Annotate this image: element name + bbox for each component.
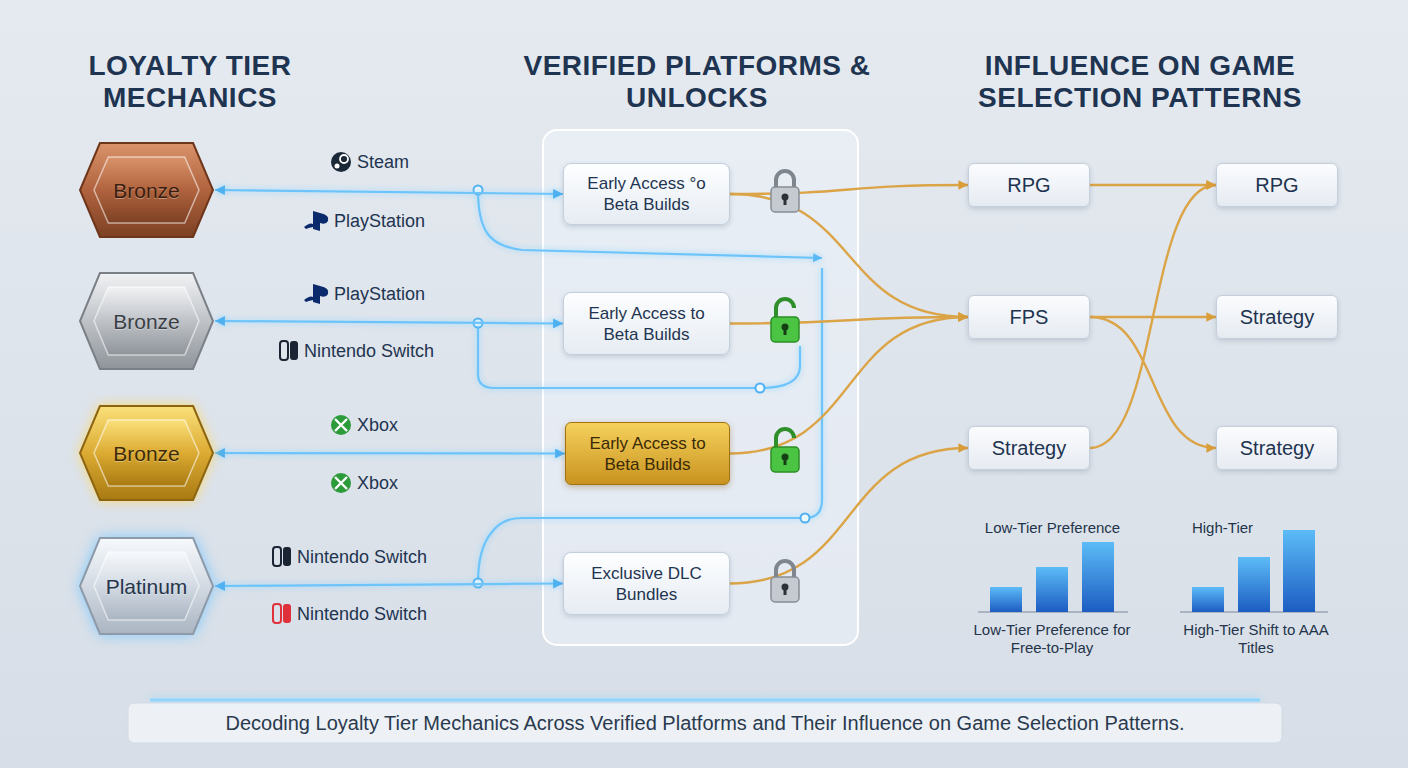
genre-box: Strategy	[1216, 426, 1338, 470]
platform-name: Nintendo Switch	[304, 340, 434, 362]
tier-name: Platinum	[106, 574, 188, 599]
tier-name: Bronze	[113, 309, 180, 334]
bar	[1283, 530, 1315, 612]
platform-name: Nintendo Switch	[297, 603, 427, 625]
platform-name: Nintendo Switch	[297, 546, 427, 568]
junction-dot	[801, 514, 810, 523]
junction-dot	[756, 384, 765, 393]
unlock-box: Early Access °o Beta Builds	[563, 163, 730, 225]
platform-name: PlayStation	[334, 283, 425, 305]
platform-name: PlayStation	[334, 210, 425, 232]
column-heading: LOYALTY TIER MECHANICS	[40, 50, 340, 114]
tier-connector	[215, 321, 563, 324]
caption: Decoding Loyalty Tier Mechanics Across V…	[128, 703, 1282, 743]
unlock-box: Early Access to Beta Builds	[565, 422, 730, 485]
genre-box: FPS	[968, 295, 1090, 339]
chart-caption: Low-Tier Preference for Free-to-Play	[972, 621, 1132, 657]
unlock-box: Exclusive DLC Bundles	[563, 552, 730, 615]
badge-bevel	[94, 287, 199, 355]
lock-closed	[771, 171, 799, 212]
xbox-icon	[331, 473, 351, 493]
badge-frame	[80, 406, 213, 500]
lock-closed	[771, 561, 799, 602]
influence-connector	[1090, 184, 1216, 186]
badge-frame	[80, 538, 213, 634]
unlock-name: Early Access to Beta Builds	[580, 433, 715, 475]
genre-name: Strategy	[1240, 436, 1314, 460]
switch-icon	[280, 341, 298, 360]
chart-title: High-Tier	[1180, 519, 1265, 537]
badge-frame	[80, 143, 213, 237]
genre-box: Strategy	[1216, 295, 1338, 339]
tier-connector	[215, 584, 563, 587]
lock-open	[771, 299, 799, 342]
xbox-icon	[331, 415, 351, 435]
bar	[1238, 557, 1270, 612]
chart-caption: High-Tier Shift to AAA Titles	[1180, 621, 1332, 657]
wire	[478, 268, 822, 583]
unlock-name: Exclusive DLC Bundles	[578, 563, 715, 605]
chart-title: Low-Tier Preference	[970, 519, 1135, 537]
bar	[990, 587, 1022, 612]
tier-connector	[215, 190, 563, 194]
influence-connector	[1090, 317, 1216, 448]
switch-icon	[273, 604, 291, 623]
platform-name: Steam	[357, 151, 409, 173]
influence-connector	[730, 448, 968, 584]
genre-name: Strategy	[992, 436, 1066, 460]
genre-box: RPG	[968, 163, 1090, 207]
unlock-name: Early Access to Beta Builds	[578, 303, 715, 345]
influence-connector	[730, 317, 968, 454]
unlock-box: Early Access to Beta Builds	[563, 292, 730, 355]
badge-bevel	[94, 157, 199, 223]
high-tier-bar-chart	[1180, 530, 1328, 612]
caption-band	[128, 703, 1282, 743]
influence-connector	[730, 194, 968, 317]
tier-badge: Bronze	[78, 140, 215, 240]
badge-frame	[80, 273, 213, 369]
unlock-name: Early Access °o Beta Builds	[578, 173, 715, 215]
glow-line	[150, 699, 1260, 702]
genre-name: RPG	[1007, 173, 1050, 197]
tier-badge: Bronze	[78, 403, 215, 503]
influence-connector	[730, 185, 968, 194]
switch-icon	[273, 547, 291, 566]
lock-open	[771, 429, 799, 472]
tier-connector	[215, 452, 565, 455]
platform-name: Xbox	[357, 414, 398, 436]
bar	[1082, 542, 1114, 612]
bar	[1036, 567, 1068, 612]
tier-badge: Bronze	[78, 270, 215, 372]
tier-name: Bronze	[113, 441, 180, 466]
column-heading: VERIFIED PLATFORMS & UNLOCKS	[517, 50, 877, 114]
genre-box: RPG	[1216, 163, 1338, 207]
junction-dots	[474, 186, 810, 588]
decorative-wires	[478, 190, 822, 583]
genre-box: Strategy	[968, 426, 1090, 470]
low-tier-bar-chart	[978, 542, 1128, 612]
playstation-icon	[304, 284, 328, 304]
genre-name: FPS	[1010, 305, 1049, 329]
badge-bevel	[94, 420, 199, 486]
tier-badge: Platinum	[78, 535, 215, 637]
influence-connector	[1090, 185, 1216, 448]
platform-name: Xbox	[357, 472, 398, 494]
genre-name: Strategy	[1240, 305, 1314, 329]
tier-name: Bronze	[113, 178, 180, 203]
column-heading: INFLUENCE ON GAME SELECTION PATTERNS	[960, 50, 1320, 114]
bar	[1192, 587, 1224, 612]
genre-name: RPG	[1255, 173, 1298, 197]
steam-icon	[331, 152, 351, 172]
badge-bevel	[94, 552, 199, 620]
playstation-icon	[304, 211, 328, 231]
